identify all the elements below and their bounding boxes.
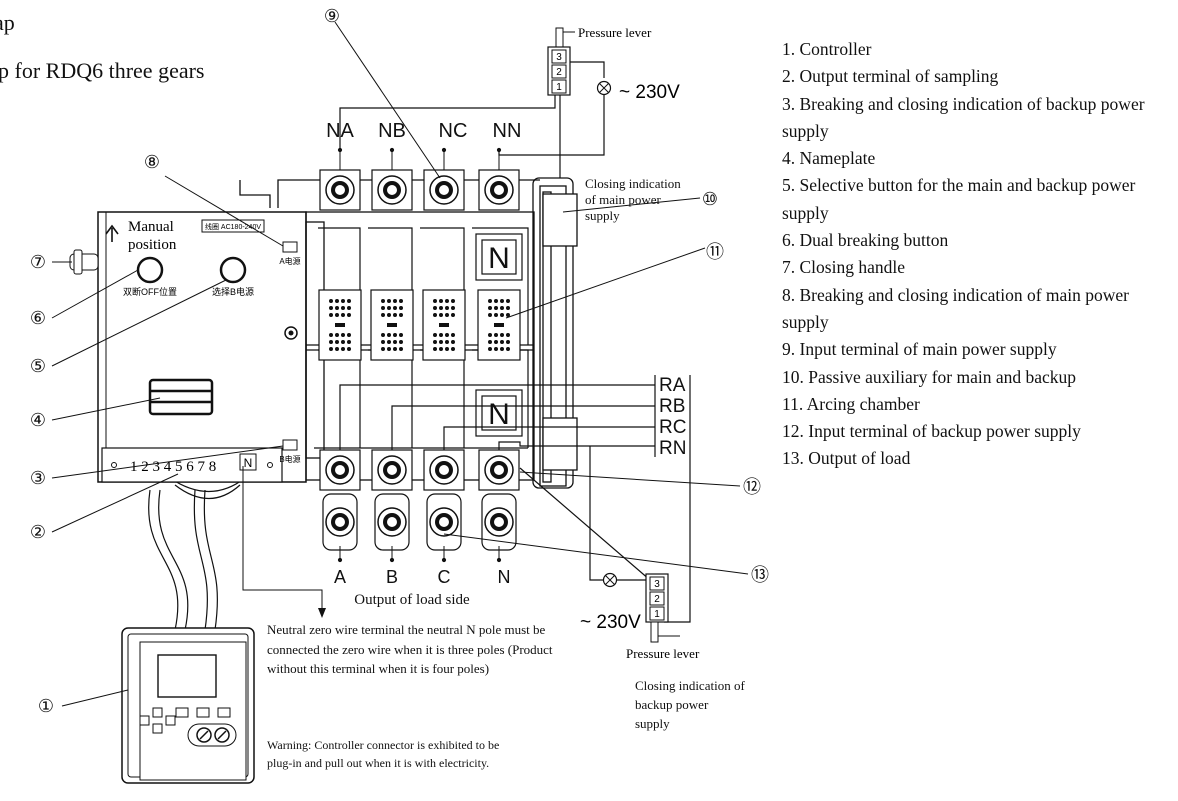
neutral-block: N N — [475, 233, 523, 437]
switch-cell: 3 — [654, 579, 660, 590]
legend-item: 8. Breaking and closing indication of ma… — [782, 284, 1130, 332]
a-power-label: A电源 — [279, 256, 300, 266]
arc-chamber — [318, 289, 362, 361]
output-lug — [322, 493, 358, 551]
backup-label-rn: RN — [659, 438, 686, 459]
pressure-lever-bottom: Pressure lever — [626, 646, 700, 661]
callout-leaders — [51, 21, 749, 707]
output-lug — [374, 493, 410, 551]
legend-item: 13. Output of load — [782, 448, 911, 469]
arc-chamber — [422, 289, 466, 361]
output-label-c: C — [438, 567, 451, 587]
arc-chamber — [370, 289, 414, 361]
switch-cell: 1 — [556, 82, 562, 93]
neutral-note: Neutral zero wire terminal the neutral N… — [267, 622, 553, 676]
controller-unit — [121, 627, 255, 784]
backup-label-rc: RC — [659, 417, 686, 438]
input-terminal — [423, 169, 465, 211]
input-terminal — [319, 169, 361, 211]
rating-plate-text: 线圈 AC180-240V — [205, 222, 261, 231]
pressure-lever-top: Pressure lever — [578, 25, 652, 40]
input-label-nc: NC — [439, 120, 468, 142]
callout-12: ⑫ — [743, 477, 761, 497]
control-panel — [69, 211, 307, 483]
switch-cell: 2 — [654, 594, 660, 605]
callout-9: ⑨ — [324, 6, 340, 26]
b-power-label: B电源 — [279, 454, 300, 464]
input-label-nb: NB — [378, 120, 406, 142]
arc-chamber — [477, 289, 521, 361]
switch-cell: 2 — [556, 67, 562, 78]
legend-item: 10. Passive auxiliary for main and backu… — [782, 366, 1077, 387]
callout-11: ⑪ — [706, 242, 724, 262]
output-lug — [426, 493, 462, 551]
page-subtitle: p for RDQ6 three gears — [0, 58, 205, 83]
dual-off-label: 双断OFF位置 — [123, 286, 177, 297]
legend-item: 2. Output terminal of sampling — [782, 66, 999, 87]
callout-1: ① — [38, 696, 54, 716]
callout-3: ③ — [30, 468, 46, 488]
callout-4: ④ — [30, 410, 46, 430]
callout-7: ⑦ — [30, 252, 46, 272]
callout-8: ⑧ — [144, 152, 160, 172]
output-label-a: A — [334, 567, 346, 587]
legend-item: 1. Controller — [782, 39, 872, 59]
legend-item: 12. Input terminal of backup power suppl… — [782, 421, 1081, 442]
backup-label-ra: RA — [659, 375, 686, 396]
manual-label-2: position — [128, 237, 177, 253]
switch-cell: 3 — [556, 52, 562, 63]
backup-terminal — [371, 449, 413, 491]
callout-5: ⑤ — [30, 356, 46, 376]
legend-item: 9. Input terminal of main power supply — [782, 339, 1057, 360]
closing-backup-label: Closing indication of backup power suppl… — [635, 678, 745, 731]
closing-main-label: Closing indication of main power supply — [585, 176, 681, 223]
terminal-numbers: 1 2 3 4 5 6 7 8 — [130, 459, 216, 475]
output-load-side-label: Output of load side — [354, 592, 470, 608]
legend-item: 6. Dual breaking button — [782, 230, 949, 251]
component-legend: 1. Controller 2. Output terminal of samp… — [782, 36, 1172, 473]
switch-cell: 1 — [654, 609, 660, 620]
input-terminal — [371, 169, 413, 211]
output-label-b: B — [386, 567, 398, 587]
backup-terminal — [423, 449, 465, 491]
legend-item: 7. Closing handle — [782, 257, 905, 278]
n-marker-top: N — [488, 242, 510, 275]
callout-2: ② — [30, 522, 46, 542]
backup-terminal — [478, 449, 520, 491]
pressure-switch-bottom: 3 2 1 — [602, 572, 680, 643]
page-title: ap — [0, 10, 15, 35]
manual-label-1: Manual — [128, 219, 174, 235]
voltage-top: ~ 230V — [619, 82, 680, 103]
voltage-bottom: ~ 230V — [580, 612, 641, 633]
backup-terminal — [319, 449, 361, 491]
legend-item: 5. Selective button for the main and bac… — [782, 175, 1136, 223]
callout-6: ⑥ — [30, 308, 46, 328]
input-label-nn: NN — [493, 120, 522, 142]
pressure-switch-top: 3 2 1 — [547, 27, 612, 96]
callout-13: ⑬ — [751, 565, 769, 585]
legend-item: 3. Breaking and closing indication of ba… — [782, 93, 1145, 141]
select-b-label: 选择B电源 — [212, 286, 254, 297]
legend-item: 4. Nameplate — [782, 148, 876, 169]
callout-10: ⑩ — [702, 189, 718, 209]
input-terminal — [478, 169, 520, 211]
backup-label-rb: RB — [659, 396, 685, 417]
output-label-n: N — [498, 567, 511, 587]
n-marker-mid: N — [488, 398, 510, 431]
controller-cable — [148, 477, 246, 631]
legend-item: 11. Arcing chamber — [782, 393, 920, 414]
backup-control-circuit — [339, 375, 691, 623]
warning-note: Warning: Controller connector is exhibit… — [267, 738, 500, 770]
n-marker-panel: N — [244, 456, 253, 470]
